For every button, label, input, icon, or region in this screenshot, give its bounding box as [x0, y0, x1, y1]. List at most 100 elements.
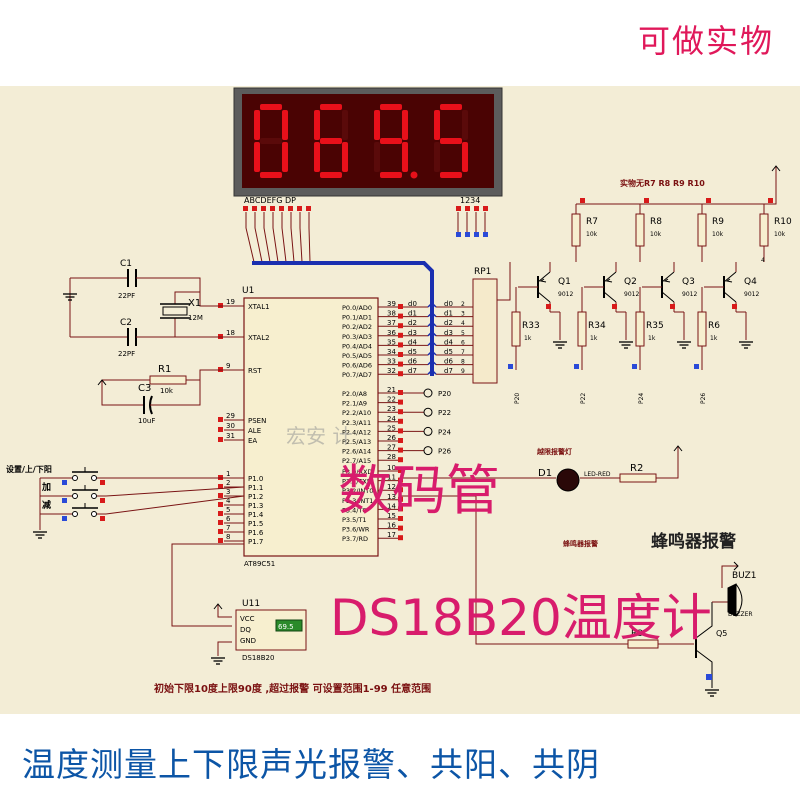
- pin-marker: [398, 390, 403, 395]
- bus-entry: [427, 302, 433, 308]
- pin-marker: [218, 484, 223, 489]
- gnd-icon: [552, 341, 568, 349]
- mcu-pin-number: 8: [226, 533, 230, 541]
- c1-value: 22PF: [118, 292, 135, 300]
- r1-ref: R1: [158, 364, 171, 375]
- bus-label: d3: [408, 329, 417, 337]
- c3-value: 10uF: [138, 417, 155, 425]
- network-pin-number: 5: [461, 330, 465, 337]
- display-digit-label: 1234: [460, 196, 480, 205]
- pin-marker: [218, 538, 223, 543]
- mcu-pin-number: 16: [387, 522, 396, 530]
- mcu-pin-number: 33: [387, 358, 396, 366]
- sensor-pin-gnd: GND: [240, 637, 256, 645]
- display-pin-marker: [456, 232, 461, 237]
- pin-marker: [398, 457, 403, 463]
- mcu-part: AT89C51: [244, 560, 275, 568]
- mcu-pin-number: 13: [387, 493, 396, 501]
- pin-marker: [398, 418, 403, 424]
- crystal-ref: X1: [188, 298, 201, 309]
- bus-label: d2: [444, 319, 453, 327]
- transistor-part: 9012: [624, 291, 639, 298]
- gnd-icon: [676, 341, 692, 349]
- display-segment: [374, 142, 380, 172]
- bus-label: d7: [444, 367, 453, 375]
- vcc-arrow-icon: [97, 379, 107, 392]
- bus-entry: [431, 302, 437, 308]
- pin-marker: [398, 342, 403, 348]
- network-pin-number: 6: [461, 339, 465, 346]
- push-button: [62, 503, 106, 521]
- collector-resistor-ref: R8: [650, 217, 662, 227]
- mcu-pin-number: 29: [226, 412, 235, 420]
- mcu-pin-name: P2.4/A12: [342, 428, 371, 436]
- display-segment: [254, 142, 260, 172]
- digit-select-wires: [457, 212, 486, 232]
- buzzer-title: 蜂鸣器报警: [651, 532, 736, 552]
- buzzer-transistor-ref: Q5: [716, 629, 727, 638]
- mcu-pin-name: P3.1/TXD: [342, 478, 372, 486]
- mcu-pin-number: 23: [387, 405, 396, 413]
- network-pin-number: 9: [461, 368, 465, 375]
- pin-marker: [398, 447, 403, 453]
- bus-label: d5: [444, 348, 453, 356]
- pin-marker: [398, 506, 403, 512]
- mcu-pin-number: 9: [226, 362, 230, 370]
- bus-entry: [427, 340, 433, 346]
- display-segment: [282, 110, 288, 140]
- display-segment-wires: [245, 212, 311, 263]
- display-segment: [434, 110, 440, 140]
- mcu-pin-number: 25: [387, 424, 396, 432]
- bus-label: d1: [408, 310, 417, 318]
- base-resistor-value: 1k: [648, 335, 656, 342]
- bottom-banner: [0, 714, 800, 800]
- display-pin-marker: [252, 206, 257, 211]
- mcu-pin-number: 37: [387, 319, 396, 327]
- ds18b20-sensor: 69.5 VCC DQ GND U11 DS18B20: [171, 543, 307, 662]
- mcu-pin-number: 34: [387, 348, 396, 356]
- collector-resistor-value: 10k: [712, 231, 724, 238]
- watermark: 宏安 计: [286, 424, 353, 448]
- mcu-pin-number: 18: [226, 329, 235, 337]
- mcu-pin-name: P3.2/INT0: [342, 487, 373, 495]
- pin-marker: [398, 399, 403, 405]
- pnp-drivers: 实物无R7 R8 R9 R10 R710kQ19012R331kP20R810k…: [508, 165, 792, 404]
- base-resistor-value: 1k: [590, 335, 598, 342]
- base-resistor-value: 1k: [524, 335, 532, 342]
- pin-marker: [218, 427, 223, 432]
- mcu-pin-number: 19: [226, 298, 235, 306]
- bus-label: d3: [444, 329, 453, 337]
- alarm-led: D1 LED-RED R2 越限报警灯: [400, 445, 683, 492]
- network-pin-number: 4: [461, 320, 465, 327]
- mcu-pin-number: 36: [387, 329, 396, 337]
- pin-marker: [398, 323, 403, 329]
- display-segment: [254, 110, 260, 140]
- display-segment: [380, 172, 402, 178]
- transistor-ref: Q1: [558, 277, 571, 287]
- cap-c2: C2 22PF: [112, 318, 152, 358]
- display-segment: [320, 104, 342, 110]
- display-segment: [440, 172, 462, 178]
- mcu-pin-name: P0.6/AD6: [342, 362, 372, 370]
- mcu-pin-name: P2.7/A15: [342, 457, 371, 465]
- sensor-pin-vcc: VCC: [240, 615, 255, 623]
- bus-label: d7: [408, 367, 417, 375]
- display-pin-marker: [297, 206, 302, 211]
- pin-marker: [398, 516, 403, 521]
- driver-port-label: P20: [514, 393, 521, 404]
- display-segment: [320, 172, 342, 178]
- mcu-pin-number: 39: [387, 300, 396, 308]
- display-pin-marker: [483, 206, 488, 211]
- push-button: [62, 485, 106, 503]
- mcu-pin-number: 26: [387, 434, 396, 442]
- sensor-title: DS18B20温度计: [330, 589, 712, 647]
- mcu-pin-name: P2.2/A10: [342, 409, 371, 417]
- display-segment: [260, 104, 282, 110]
- crystal-x1: X1 12M: [160, 298, 203, 322]
- mcu-pin-name: P0.1/AD1: [342, 314, 372, 322]
- mcu-pin-name: P2.0/A8: [342, 390, 367, 398]
- mcu-pin-number: 28: [387, 453, 396, 461]
- display-segment: [342, 142, 348, 172]
- display-pin-marker: [456, 206, 461, 211]
